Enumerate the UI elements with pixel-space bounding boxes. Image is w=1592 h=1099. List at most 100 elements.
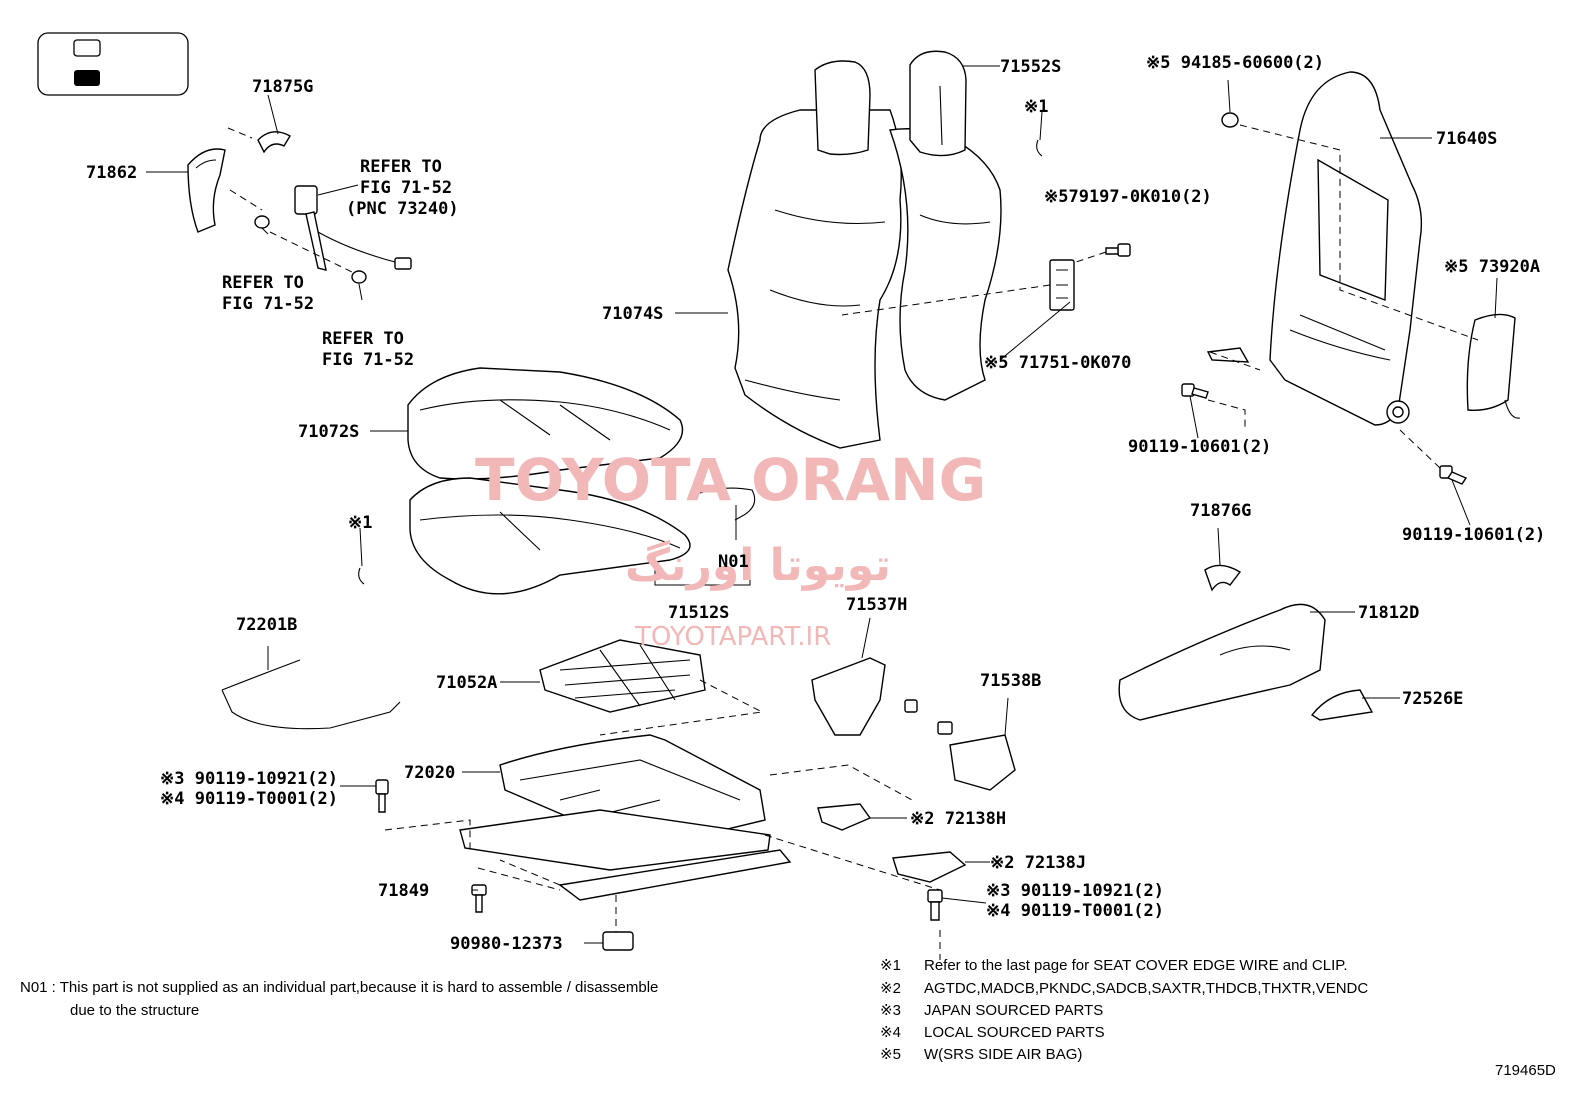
label-refer2-l2: FIG 71-52 — [222, 294, 314, 314]
label-71862: 71862 — [86, 163, 137, 183]
label-x1a: ※1 — [1024, 97, 1048, 117]
footnote-n01-line2: due to the structure — [70, 1002, 199, 1019]
legend-filled-symbol — [74, 70, 100, 86]
watermark-arabic: تویوتا اورنگ — [625, 540, 891, 591]
label-71052A: 71052A — [436, 673, 497, 693]
label-71072S: 71072S — [298, 422, 359, 442]
bolt-71849 — [471, 884, 487, 913]
cushion-spring-71052A — [539, 639, 706, 713]
dash-lines-bottom — [384, 764, 941, 960]
label-72138H: ※2 72138H — [910, 809, 1006, 829]
dash-lines-back — [841, 251, 1107, 316]
side-cover-71537H — [811, 657, 886, 736]
label-72526E: 72526E — [1402, 689, 1463, 709]
label-x3-left: ※3 90119-10921(2) — [160, 769, 338, 789]
knob-72526E — [1310, 689, 1374, 721]
label-N01: N01 — [718, 552, 749, 572]
note-mark-5: ※5 — [880, 1046, 901, 1063]
clip-71876G — [1204, 564, 1242, 592]
label-90119-b: 90119-10601(2) — [1402, 525, 1545, 545]
label-90119-a: 90119-10601(2) — [1128, 437, 1271, 457]
legend-open-symbol — [73, 39, 101, 57]
label-refer2-l1: REFER TO — [222, 273, 304, 293]
label-x4-right: ※4 90119-T0001(2) — [986, 901, 1164, 921]
label-x3-right: ※3 90119-10921(2) — [986, 881, 1164, 901]
watermark-main: TOYOTA ORANG — [475, 446, 986, 514]
seat-back-pad-71552S — [889, 50, 1002, 401]
label-71849: 71849 — [378, 881, 429, 901]
legend-box — [37, 32, 189, 96]
seat-adjuster-72020 — [459, 734, 792, 901]
seat-cushion-pad-71512S — [409, 477, 756, 595]
bolt-90119-a — [1181, 383, 1209, 399]
label-71875G: 71875G — [252, 77, 313, 97]
seat-back-cover-71074S — [727, 60, 902, 449]
screw-small-1 — [904, 699, 918, 713]
nut-left-1 — [254, 215, 270, 229]
seat-back-frame-71640S — [1206, 71, 1423, 426]
bolt-90119-b — [1439, 465, 1468, 485]
note-mark-3: ※3 — [880, 1002, 901, 1019]
label-refer1-l1: REFER TO — [360, 157, 442, 177]
seatbelt-buckle — [294, 185, 412, 271]
label-72020: 72020 — [404, 763, 455, 783]
note-mark-4: ※4 — [880, 1024, 901, 1041]
part-90980-12373 — [602, 931, 634, 951]
note-text-4: LOCAL SOURCED PARTS — [924, 1024, 1105, 1041]
trim-cover-71862 — [187, 148, 226, 233]
label-71640S: 71640S — [1436, 129, 1497, 149]
edge-wire-72201B — [221, 659, 401, 730]
label-71751: ※5 71751-0K070 — [984, 353, 1131, 373]
label-72138J: ※2 72138J — [990, 853, 1086, 873]
watermark-site: TOYOTAPART.IR — [634, 622, 831, 652]
label-73920A: ※5 73920A — [1444, 257, 1540, 277]
figure-id: 719465D — [1495, 1062, 1556, 1079]
note-mark-2: ※2 — [880, 980, 901, 997]
bolt-left-90119 — [375, 779, 389, 813]
label-refer3-l2: FIG 71-52 — [322, 350, 414, 370]
note-text-1: Refer to the last page for SEAT COVER ED… — [924, 957, 1348, 974]
label-71512S: 71512S — [668, 603, 729, 623]
note-text-5: W(SRS SIDE AIR BAG) — [924, 1046, 1082, 1063]
label-71812D: 71812D — [1358, 603, 1419, 623]
label-71876G: 71876G — [1190, 501, 1251, 521]
label-79197: ※579197-0K010(2) — [1044, 187, 1212, 207]
label-71552S: 71552S — [1000, 57, 1061, 77]
bracket-71538B — [949, 734, 1016, 791]
bolt-79197 — [1105, 243, 1131, 257]
label-71538B: 71538B — [980, 671, 1041, 691]
note-text-2: AGTDC,MADCB,PKNDC,SADCB,SAXTR,THDCB,THXT… — [924, 980, 1368, 997]
label-refer1-l3: (PNC 73240) — [346, 199, 459, 219]
bolt-right-90119 — [927, 889, 943, 921]
clip-mark-2 — [358, 567, 365, 585]
dash-lines-frame — [1207, 124, 1479, 469]
airbag-module-73920A — [1466, 313, 1521, 419]
note-text-3: JAPAN SOURCED PARTS — [924, 1002, 1103, 1019]
cover-72138H — [817, 803, 872, 831]
label-x4-left: ※4 90119-T0001(2) — [160, 789, 338, 809]
label-90980: 90980-12373 — [450, 934, 563, 954]
label-71074S: 71074S — [602, 304, 663, 324]
nut-left-2 — [351, 270, 367, 284]
airbag-bracket-71751 — [1049, 259, 1075, 311]
notes-list: ※1 Refer to the last page for SEAT COVER… — [880, 957, 1368, 1063]
clip-71875G — [257, 131, 291, 154]
cover-72138J — [892, 851, 967, 883]
note-mark-1: ※1 — [880, 957, 901, 974]
seat-cushion-cover-71072S — [407, 367, 684, 480]
label-x1b: ※1 — [348, 513, 372, 533]
label-71537H: 71537H — [846, 595, 907, 615]
label-refer3-l1: REFER TO — [322, 329, 404, 349]
dash-lines-left — [227, 127, 353, 273]
leader-lines — [146, 65, 1498, 944]
label-refer1-l2: FIG 71-52 — [360, 178, 452, 198]
nut-94185 — [1221, 112, 1239, 128]
label-94185: ※5 94185-60600(2) — [1146, 53, 1324, 73]
screw-small-2 — [937, 721, 953, 735]
track-cover-71812D — [1118, 603, 1326, 721]
label-72201B: 72201B — [236, 615, 297, 635]
clip-mark-1 — [1036, 139, 1043, 157]
footnote-n01-line1: N01 : This part is not supplied as an in… — [20, 979, 658, 996]
